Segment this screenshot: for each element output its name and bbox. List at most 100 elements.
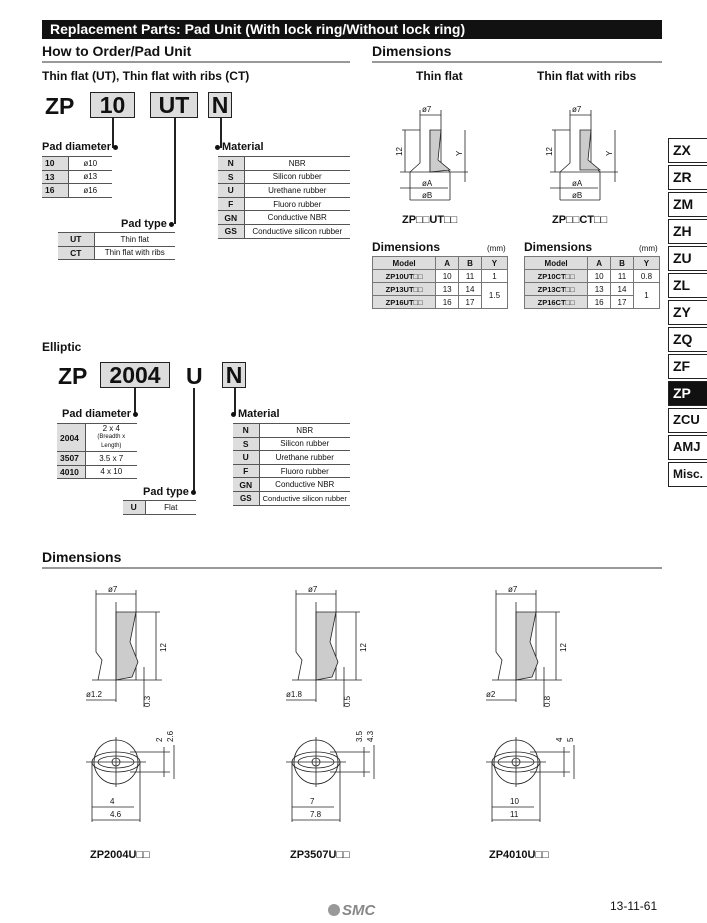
code-diameter-box: 2004 <box>100 362 170 388</box>
side-tab-zr[interactable]: ZR <box>668 165 707 190</box>
dim-b: øB <box>572 191 582 200</box>
dim-a: øA <box>422 179 433 188</box>
unit-label: (mm) <box>639 244 658 253</box>
side-tab-zx[interactable]: ZX <box>668 138 707 163</box>
dim-gap: 0.5 <box>343 695 352 707</box>
drawing-caption: ZP4010U□□ <box>489 849 549 861</box>
material-label: Material <box>229 408 280 420</box>
dim-d7: ø7 <box>308 585 318 594</box>
section-title: Replacement Parts: Pad Unit (With lock r… <box>42 20 662 39</box>
drawing-caption: ZP2004U□□ <box>90 849 150 861</box>
side-tab-zcu[interactable]: ZCU <box>668 408 707 433</box>
side-tab-zh[interactable]: ZH <box>668 219 707 244</box>
dim-width-inner: 3.5 <box>355 730 364 742</box>
dim-d7: ø7 <box>422 105 432 114</box>
dim-gap: 0.8 <box>543 695 552 707</box>
drawing-caption: ZP3507U□□ <box>290 849 350 861</box>
side-tab-zu[interactable]: ZU <box>668 246 707 271</box>
dim-gap: 0.3 <box>143 695 152 707</box>
page-number: 13-11-61 <box>610 899 658 913</box>
unit-label: (mm) <box>487 244 506 253</box>
side-tab-misc[interactable]: Misc. <box>668 462 707 487</box>
elliptic-pad-drawing-0: ø7 12 ø1.2 0.3 2 2.6 4 4.6 <box>86 585 175 822</box>
code-prefix: ZP <box>45 93 75 119</box>
how-to-order-heading: How to Order/Pad Unit <box>42 43 192 59</box>
dimensions-table-title: Dimensions <box>372 240 441 254</box>
leader-line <box>193 388 195 492</box>
leader-line <box>234 388 236 414</box>
subtitle: Thin flat (UT), Thin flat with ribs (CT) <box>42 69 250 83</box>
side-tab-zy[interactable]: ZY <box>668 300 707 325</box>
code-prefix: ZP <box>58 363 88 389</box>
dim-height: 12 <box>395 147 404 156</box>
divider <box>42 61 350 63</box>
dim-length-inner: 7 <box>310 797 315 806</box>
code-type-box: UT <box>150 92 198 118</box>
side-tab-zm[interactable]: ZM <box>668 192 707 217</box>
dimensions-table-title: Dimensions <box>524 240 593 254</box>
drawing-caption: ZP□□UT□□ <box>402 214 458 226</box>
dim-y: Y <box>605 150 614 156</box>
code-material-box: N <box>208 92 232 118</box>
leader-line <box>174 118 176 224</box>
dim-length-outer: 7.8 <box>310 810 322 819</box>
code-type: U <box>186 363 203 389</box>
material-label: Material <box>213 141 264 153</box>
dim-d7: ø7 <box>108 585 118 594</box>
thin-flat-drawing: ø7 12 Y øA øB <box>395 105 468 201</box>
dim-d7: ø7 <box>572 105 582 114</box>
dim-width-outer: 4.3 <box>366 730 375 742</box>
drawing-caption: ZP□□CT□□ <box>552 214 608 226</box>
view-title: Thin flat with ribs <box>537 69 637 83</box>
view-title: Thin flat <box>416 69 463 83</box>
leader-line <box>112 118 114 148</box>
pad-type-label: Pad type <box>143 486 198 498</box>
dim-hole: ø2 <box>486 690 496 699</box>
pad-type-label: Pad type <box>121 218 176 230</box>
dimensions-heading: Dimensions <box>42 549 122 565</box>
dim-width-inner: 2 <box>155 737 164 742</box>
side-tab-zf[interactable]: ZF <box>668 354 707 379</box>
side-tab-zq[interactable]: ZQ <box>668 327 707 352</box>
divider <box>372 61 662 63</box>
dim-length-inner: 10 <box>510 797 519 806</box>
side-tab-zp[interactable]: ZP <box>668 381 707 406</box>
dim-b: øB <box>422 191 432 200</box>
code-material-box: N <box>222 362 246 388</box>
pad-diameter-label: Pad diameter <box>62 408 140 420</box>
dim-a: øA <box>572 179 583 188</box>
side-tab-amj[interactable]: AMJ <box>668 435 707 460</box>
divider <box>42 567 662 569</box>
dim-y: Y <box>455 150 464 156</box>
dim-height: 12 <box>559 643 568 652</box>
code-diameter-box: 10 <box>90 92 135 118</box>
leader-line <box>220 118 222 148</box>
dim-length-outer: 11 <box>510 810 519 819</box>
dim-height: 12 <box>359 643 368 652</box>
elliptic-pad-drawing-1: ø7 12 ø1.8 0.5 3.5 4.3 7 7.8 <box>286 585 375 822</box>
dim-d7: ø7 <box>508 585 518 594</box>
dim-length-outer: 4.6 <box>110 810 122 819</box>
dimensions-heading: Dimensions <box>372 43 452 59</box>
dim-length-inner: 4 <box>110 797 115 806</box>
dim-width-outer: 5 <box>566 737 575 742</box>
elliptic-pad-drawing-2: ø7 12 ø2 0.8 4 5 10 11 <box>486 585 575 822</box>
dim-width-inner: 4 <box>555 737 564 742</box>
leader-line <box>134 388 136 414</box>
pad-diameter-label: Pad diameter <box>42 141 120 153</box>
dim-height: 12 <box>545 147 554 156</box>
dim-height: 12 <box>159 643 168 652</box>
elliptic-heading: Elliptic <box>42 340 82 354</box>
dim-width-outer: 2.6 <box>166 730 175 742</box>
thin-flat-ribs-drawing: ø7 12 Y øA øB <box>545 105 618 201</box>
dim-hole: ø1.2 <box>86 690 103 699</box>
side-tab-zl[interactable]: ZL <box>668 273 707 298</box>
